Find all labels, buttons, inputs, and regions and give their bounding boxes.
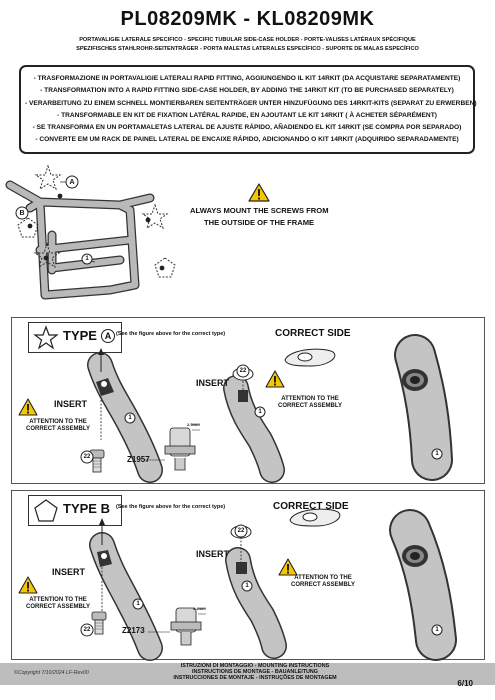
type-b-label: TYPE B: [63, 501, 110, 516]
page-footer: ©Copyright 7/10/2024 LF-Rev00 ISTRUZIONI…: [0, 663, 495, 700]
panel-b-part-22: 22: [83, 627, 91, 633]
panel-a-part-22: 22: [83, 454, 91, 460]
instruction-line: - VERARBEITUNG ZU EINEM SCHNELL MONTIERB…: [25, 99, 477, 107]
type-b-panel: TYPE B (See the figure above for the cor…: [11, 490, 485, 660]
panel-a-correct-side: CORRECT SIDE: [275, 328, 351, 339]
instruction-line: - TRANSFORMATION INTO A RAPID FITTING SI…: [40, 87, 454, 95]
panel-b-correct-side: CORRECT SIDE: [273, 501, 349, 512]
instruction-line: - TRASFORMAZIONE IN PORTAVALIGIE LATERAL…: [33, 75, 461, 82]
instruction-line: - TRANSFORMABLE EN KIT DE FIXATION LATÉR…: [57, 111, 437, 119]
footer-title: ISTRUZIONI DI MONTAGGIO - MOUNTING INSTR…: [140, 663, 370, 681]
attention-line: ATTENTION TO THE: [29, 419, 87, 425]
panel-a-part-1-right: 1: [435, 451, 439, 457]
footer-band: [0, 663, 495, 685]
subtitle-line: SPEZIFISCHES STAHLROHR-SEITENTRÄGER - PO…: [76, 46, 419, 52]
page-number: 6/10: [457, 679, 473, 688]
panel-b-part-1-right: 1: [435, 627, 439, 633]
panel-b-insert-right: INSERT: [196, 549, 230, 559]
instruction-line: - CONVERTE EM UM RACK DE PAINEL LATERAL …: [35, 136, 459, 144]
attention-line: ATTENTION TO THE: [281, 396, 339, 402]
marker-b: B: [19, 210, 25, 217]
attention-line: ATTENTION TO THE: [294, 575, 352, 581]
footer-line: ISTRUZIONI DI MONTAGGIO - MOUNTING INSTR…: [180, 663, 330, 669]
marker-a: A: [69, 179, 75, 186]
attention-line: CORRECT ASSEMBLY: [26, 426, 90, 432]
type-a-see-figure: (See the figure above for the correct ty…: [116, 331, 226, 337]
panel-a-part-22-right: 22: [239, 368, 247, 374]
panel-b-attention-right: ATTENTION TO THE CORRECT ASSEMBLY: [283, 575, 363, 589]
panel-a-attention-left: ATTENTION TO THE CORRECT ASSEMBLY: [18, 419, 98, 433]
panel-b-dim: 4.4mm: [193, 606, 206, 611]
panel-a-insert: INSERT: [54, 399, 88, 409]
panel-b-insert: INSERT: [52, 567, 86, 577]
type-a-header: TYPE A: [28, 322, 122, 353]
page-title: PL08209MK - KL08209MK: [120, 8, 375, 30]
type-a-letter: A: [101, 329, 115, 343]
panel-b-screw-code: Z2173: [122, 626, 145, 635]
panel-a-part-1-mid: 1: [258, 409, 262, 415]
panel-a-screw-code: Z1957: [127, 455, 150, 464]
panel-a-part-1: 1: [128, 415, 132, 421]
panel-b-attention-left: ATTENTION TO THE CORRECT ASSEMBLY: [18, 597, 98, 611]
type-a-panel: TYPE A (See the figure above for the cor…: [11, 317, 485, 484]
attention-line: CORRECT ASSEMBLY: [278, 403, 342, 409]
star-icon: [33, 325, 59, 350]
subtitle-line: PORTAVALIGIE LATERALE SPECIFICO - SPECIF…: [79, 37, 416, 43]
panel-b-part-1: 1: [136, 601, 140, 607]
mount-note: ALWAYS MOUNT THE SCREWS FROM THE OUTSIDE…: [190, 205, 329, 229]
attention-line: CORRECT ASSEMBLY: [26, 604, 90, 610]
panel-a-insert-right: INSERT: [196, 378, 230, 388]
panel-a-attention-right: ATTENTION TO THE CORRECT ASSEMBLY: [270, 396, 350, 410]
type-b-see-figure: (See the figure above for the correct ty…: [116, 504, 226, 510]
part-1-label: 1: [85, 256, 89, 262]
attention-line: ATTENTION TO THE: [29, 597, 87, 603]
mount-note-line: THE OUTSIDE OF THE FRAME: [204, 218, 315, 227]
pentagon-icon: [34, 499, 58, 522]
attention-line: CORRECT ASSEMBLY: [291, 582, 355, 588]
mount-note-line: ALWAYS MOUNT THE SCREWS FROM: [190, 206, 329, 215]
type-b-header: TYPE B: [28, 495, 122, 526]
panel-a-dim: 2.5mm: [187, 422, 200, 427]
instruction-line: - SE TRANSFORMA EN UN PORTAMALETAS LATER…: [32, 124, 462, 132]
type-a-label: TYPE: [63, 328, 97, 343]
panel-b-part-22-right: 22: [237, 528, 245, 534]
subtitle: PORTAVALIGIE LATERALE SPECIFICO - SPECIF…: [6, 36, 489, 54]
instructions-box: - TRASFORMAZIONE IN PORTAVALIGIE LATERAL…: [19, 65, 477, 154]
copyright: ©Copyright 7/10/2024 LF-Rev00: [14, 670, 89, 676]
footer-line: INSTRUCTIONS DE MONTAGE - BAUANLEITUNG: [192, 669, 318, 675]
panel-b-part-1-mid: 1: [245, 583, 249, 589]
footer-line: INSTRUCCIONES DE MONTAJE - INSTRUÇÕES DE…: [173, 675, 337, 681]
